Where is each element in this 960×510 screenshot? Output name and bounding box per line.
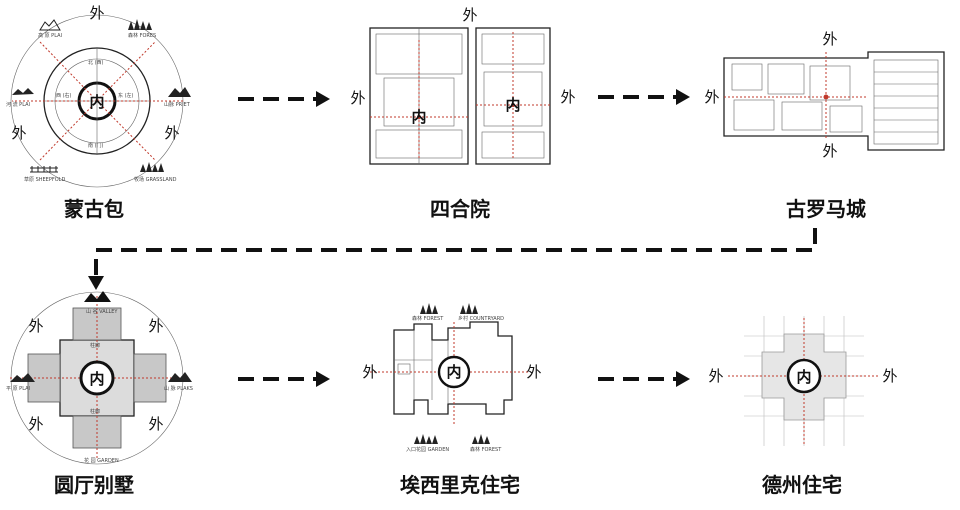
rotonda-note-left: 平 原 PLAI [6,386,30,392]
forest-icon [128,19,152,30]
siheyuan-plan-right [475,27,551,165]
yurt-ring-right: 东 (左) [118,92,134,99]
rotonda-note-top: 山 谷 VALLEY [86,308,118,315]
rome-outer-left: 外 [704,88,719,106]
rotonda-hall-top: 柱廊 [90,342,100,349]
rotonda-outer-tl: 外 [28,317,43,335]
texas-outer-right: 外 [882,367,897,385]
rome-outline [723,51,945,151]
texas-diagram: 内 外 外 德州住宅 [708,316,898,497]
rotonda-outer-tr: 外 [148,317,163,335]
yurt-title: 蒙古包 [64,197,124,221]
yurt-ring-bottom: 南 (门) [88,142,104,149]
rotonda-outer-br: 外 [148,415,163,433]
rotonda-note-right: 山 脉 PLAKS [164,385,193,392]
siheyuan-title: 四合院 [430,197,490,221]
yurt-note-r: 山脉 PRIET [164,101,191,108]
valley-icon [84,291,111,302]
yurt-note-bl: 草原 SHEEPFOLD [24,176,65,183]
rotonda-title: 圆厅别墅 [54,473,134,497]
garden-icon [414,434,438,444]
yurt-note-tl: 高 原 PLAI [38,32,62,39]
yurt-inner-label: 内 [89,93,104,111]
rome-diagram: 外 外 外 古罗马城 [704,30,945,221]
siheyuan-diagram: 内 内 外 外 外 四合院 [350,6,575,221]
siheyuan-outer-right: 外 [560,88,575,106]
mountain-icon [168,87,191,97]
rotonda-inner-label: 内 [89,370,104,388]
forest-icon-tl [420,303,438,314]
esherick-inner-label: 内 [446,363,461,381]
grassland-icon [140,162,164,172]
mountain-icon-2 [168,372,192,382]
rotonda-outer-bl: 外 [28,415,43,433]
siheyuan-outer-left: 外 [350,89,365,107]
yurt-outer-left: 外 [11,124,26,142]
texas-core-circle [786,358,822,394]
rotonda-note-bottom: 花 园 GARDEN [84,457,119,464]
yurt-ring-left: 西 (右) [56,92,72,99]
arrow-rome-to-rotonda [88,228,817,290]
esherick-outer-right: 外 [526,363,541,381]
yurt-note-tr: 森林 FORES [128,32,156,39]
esherick-note-bl: 入口花园 GARDEN [406,446,449,453]
siheyuan-inner-left: 内 [411,108,426,126]
esherick-note-tr: 乡村 COUNTRYARD [458,315,504,322]
arrow-rotonda-to-esherick [238,371,330,387]
yurt-outer-top: 外 [89,4,104,22]
esherick-note-tl: 森林 FOREST [412,315,444,322]
rome-outer-top: 外 [822,30,837,48]
yurt-note-br: 牧场 GRASSLAND [134,176,177,183]
esherick-outer-left: 外 [362,363,377,381]
esherick-title: 埃西里克住宅 [400,473,520,497]
esherick-core-circle [437,355,471,389]
rotonda-core-circle [79,360,115,396]
rotonda-diagram: 山 谷 VALLEY 平 原 PLAI 山 脉 PLAKS 花 园 GARDEN… [6,291,193,497]
forest-icon-br [472,434,490,444]
forest-icon-tr [460,303,478,314]
esherick-note-br: 森林 FOREST [470,446,502,453]
plain-icon-2 [10,373,35,382]
rome-title: 古罗马城 [786,197,866,221]
siheyuan-outer-top: 外 [462,6,477,24]
texas-title: 德州住宅 [762,473,842,497]
arrow-siheyuan-to-rome [598,89,690,105]
arrow-esherick-to-texas [598,371,690,387]
texas-inner-label: 内 [796,368,811,386]
arrow-yurt-to-siheyuan [238,91,330,107]
texas-outer-left: 外 [708,367,723,385]
yurt-diagram: 高 原 PLAI 森林 FORES 河 流 PLAI 山脉 PRIET 草原 S… [6,4,191,221]
siheyuan-inner-right: 内 [505,96,520,114]
plateau-icon [39,19,61,31]
yurt-note-l: 河 流 PLAI [6,101,30,108]
sheepfold-icon [30,166,58,173]
esherick-diagram: 森林 FOREST 乡村 COUNTRYARD 入口花园 GARDEN 森林 F… [362,303,542,497]
yurt-outer-right: 外 [164,124,179,142]
yurt-ring-top: 北 (西) [88,59,104,66]
rome-outer-bottom: 外 [822,142,837,160]
rotonda-hall-bottom: 柱廊 [90,408,100,415]
plain-icon [12,88,34,95]
